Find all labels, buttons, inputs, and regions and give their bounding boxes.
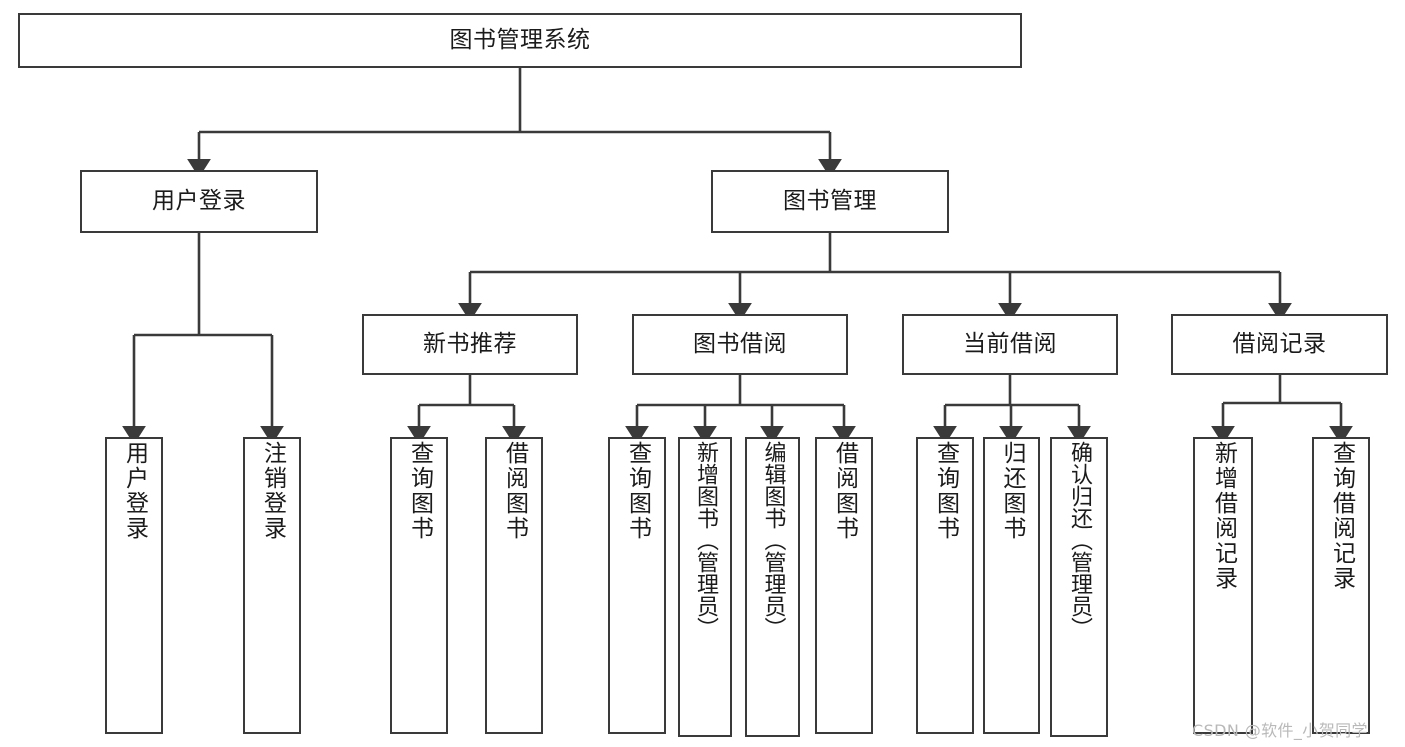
node-new-book-recommend[interactable]: 新书推荐 bbox=[362, 314, 578, 375]
node-label: 查询借阅记录 bbox=[1328, 441, 1355, 591]
node-label: 借阅记录 bbox=[1232, 330, 1327, 357]
node-label: 用户登录 bbox=[152, 187, 246, 214]
node-label: 查询图书 bbox=[406, 441, 433, 541]
leaf-borrow-add-book-admin[interactable]: 新增图书（管理员） bbox=[678, 437, 732, 737]
leaf-record-query-record[interactable]: 查询借阅记录 bbox=[1312, 437, 1370, 734]
leaf-user-logout[interactable]: 注销登录 bbox=[243, 437, 301, 734]
node-label: 编辑图书（管理员） bbox=[760, 441, 786, 639]
node-label: 注销登录 bbox=[259, 441, 286, 541]
node-root-system[interactable]: 图书管理系统 bbox=[18, 13, 1022, 68]
leaf-user-login[interactable]: 用户登录 bbox=[105, 437, 163, 734]
node-label: 图书借阅 bbox=[693, 330, 787, 357]
node-label: 新书推荐 bbox=[423, 330, 517, 357]
node-label: 新增图书（管理员） bbox=[693, 441, 718, 639]
node-label: 当前借阅 bbox=[963, 330, 1057, 357]
node-label: 查询图书 bbox=[624, 441, 651, 541]
node-label: 查询图书 bbox=[932, 441, 959, 541]
leaf-borrow-query-book[interactable]: 查询图书 bbox=[608, 437, 666, 734]
node-label: 新增借阅记录 bbox=[1210, 441, 1237, 591]
node-book-management[interactable]: 图书管理 bbox=[711, 170, 949, 233]
leaf-borrow-edit-book-admin[interactable]: 编辑图书（管理员） bbox=[745, 437, 800, 737]
leaf-current-confirm-return-admin[interactable]: 确认归还（管理员） bbox=[1050, 437, 1108, 737]
node-label: 用户登录 bbox=[121, 441, 148, 541]
node-label: 借阅图书 bbox=[501, 441, 528, 541]
leaf-current-return-book[interactable]: 归还图书 bbox=[983, 437, 1040, 734]
node-user-login[interactable]: 用户登录 bbox=[80, 170, 318, 233]
node-label: 借阅图书 bbox=[831, 441, 858, 541]
node-book-borrow[interactable]: 图书借阅 bbox=[632, 314, 848, 375]
node-label: 确认归还（管理员） bbox=[1067, 441, 1092, 639]
node-borrow-record[interactable]: 借阅记录 bbox=[1171, 314, 1388, 375]
leaf-record-add-record[interactable]: 新增借阅记录 bbox=[1193, 437, 1253, 734]
watermark-text: CSDN @软件_小贺同学 bbox=[1192, 721, 1368, 740]
node-current-borrow[interactable]: 当前借阅 bbox=[902, 314, 1118, 375]
node-label: 图书管理系统 bbox=[449, 26, 591, 53]
leaf-recommend-borrow-book[interactable]: 借阅图书 bbox=[485, 437, 543, 734]
leaf-current-query-book[interactable]: 查询图书 bbox=[916, 437, 974, 734]
node-label: 图书管理 bbox=[783, 187, 877, 214]
node-label: 归还图书 bbox=[999, 441, 1025, 541]
leaf-recommend-query-book[interactable]: 查询图书 bbox=[390, 437, 448, 734]
leaf-borrow-borrow-book[interactable]: 借阅图书 bbox=[815, 437, 873, 734]
